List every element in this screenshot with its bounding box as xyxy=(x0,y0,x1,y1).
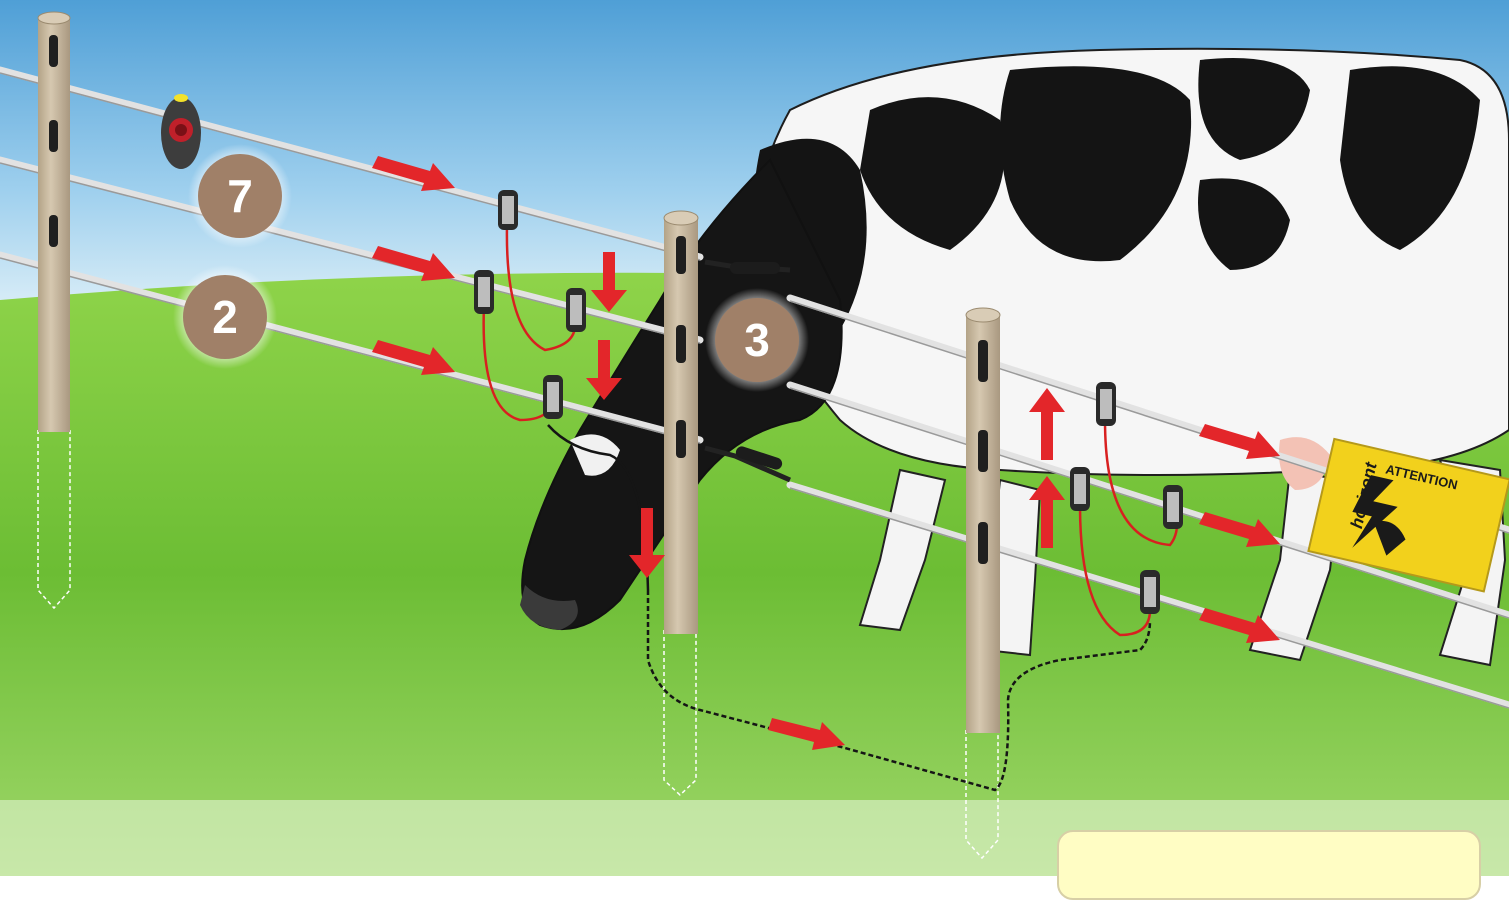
insulator-icon xyxy=(566,288,586,332)
insulator-icon xyxy=(474,270,494,314)
note-box xyxy=(1057,830,1481,900)
post-middle xyxy=(664,211,698,634)
insulator-icon xyxy=(1163,485,1183,529)
badge-3-label: 3 xyxy=(744,314,770,366)
badge-3: 3 xyxy=(705,288,809,392)
badge-2: 2 xyxy=(173,265,277,369)
badge-7-label: 7 xyxy=(227,170,253,222)
post-left xyxy=(38,12,70,432)
insulator-icon xyxy=(1140,570,1160,614)
badge-7: 7 xyxy=(188,144,292,248)
badge-2-label: 2 xyxy=(212,291,238,343)
insulator-icon xyxy=(1096,382,1116,426)
fence-diagram: ATTENTION horizont 7 2 3 xyxy=(0,0,1509,876)
post-right xyxy=(966,308,1000,733)
insulator-icon xyxy=(498,190,518,230)
insulator-icon xyxy=(1070,467,1090,511)
insulator-icon xyxy=(543,375,563,419)
